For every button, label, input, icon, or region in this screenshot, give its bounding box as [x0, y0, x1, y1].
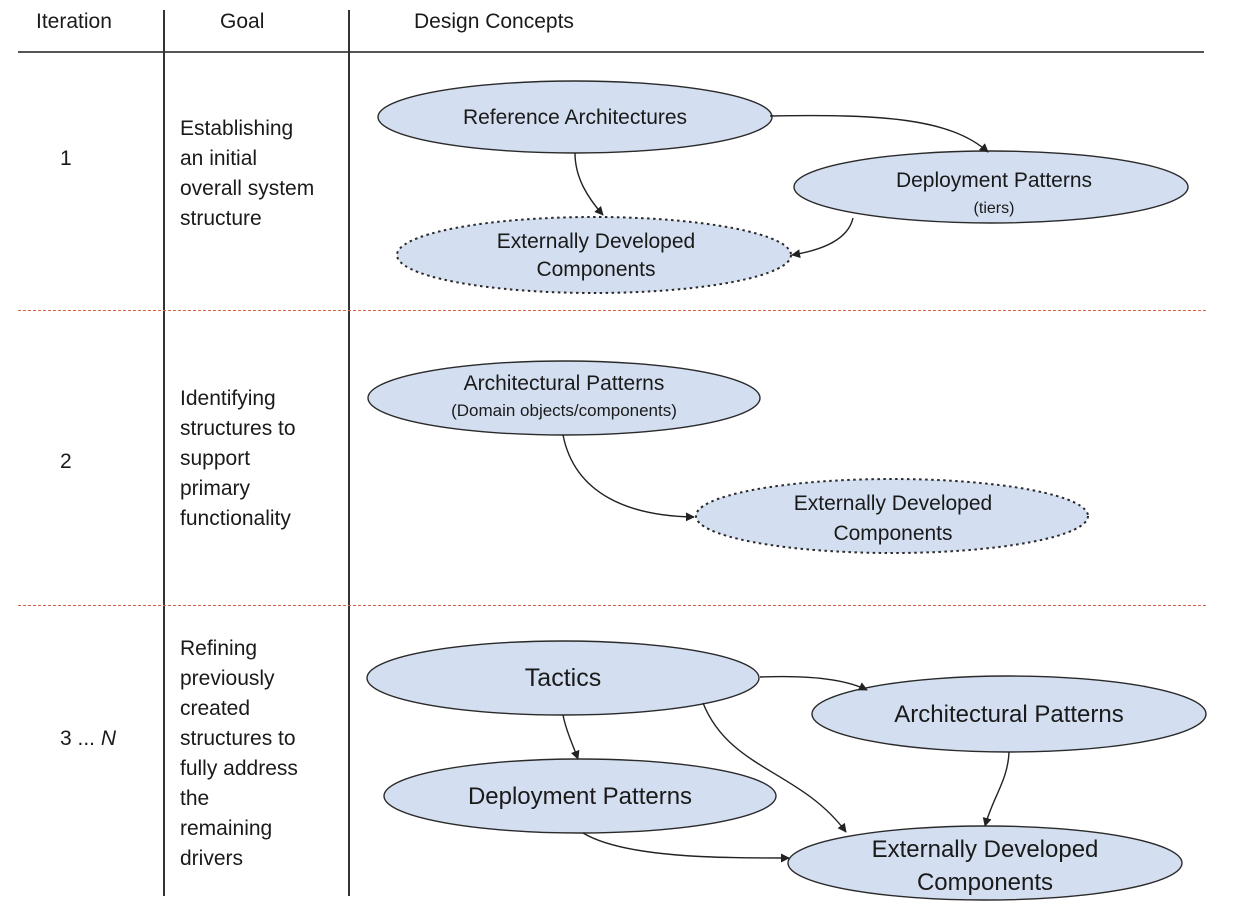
- column-divider-1: [163, 10, 165, 896]
- arrow-tactics-to-arch-patterns: [759, 675, 868, 691]
- iteration-3-label: 3 ... N: [60, 727, 116, 751]
- node-externally-developed-components: [396, 216, 792, 294]
- goal-2-line: primary: [180, 477, 251, 500]
- goal-2-line: Identifying: [180, 387, 276, 410]
- node-architectural-patterns-sublabel: (Domain objects/components): [451, 401, 677, 420]
- node-architectural-patterns-3-label: Architectural Patterns: [894, 701, 1123, 728]
- column-divider-2: [348, 10, 350, 896]
- iteration-3-prefix: 3 ...: [60, 727, 101, 750]
- header-design-concepts: Design Concepts: [414, 10, 574, 33]
- node-external-label-line2: Components: [536, 258, 655, 281]
- arrow-deployment-to-external: [791, 217, 854, 259]
- goal-1-line: overall system: [180, 177, 315, 200]
- arrow-tactics-to-deployment: [562, 714, 580, 760]
- node-external-label-line1: Externally Developed: [497, 230, 695, 253]
- goal-3-line: created: [180, 697, 251, 720]
- iteration-2-label: 2: [60, 450, 72, 473]
- node-deployment-patterns-label: Deployment Patterns: [896, 169, 1092, 192]
- arrow-arch-patterns-to-external: [562, 434, 695, 522]
- node-external-3-label-line1: Externally Developed: [872, 836, 1099, 863]
- node-deployment-patterns-3-label: Deployment Patterns: [468, 783, 692, 810]
- node-externally-developed-components-2: [695, 478, 1089, 554]
- goal-3-line: Refining: [180, 637, 258, 660]
- arrow-ref-arch-to-deployment: [769, 114, 989, 153]
- goal-2-line: support: [180, 447, 251, 470]
- arrow-arch-patterns-to-external: [982, 751, 1010, 827]
- node-deployment-patterns-sublabel: (tiers): [974, 200, 1015, 217]
- node-tactics-label: Tactics: [525, 664, 601, 692]
- goal-row-3: Refining previously created structures t…: [180, 634, 348, 874]
- goal-row-1: Establishing an initial overall system s…: [180, 114, 348, 234]
- goal-3-line: structures to: [180, 727, 296, 750]
- header-iteration: Iteration: [36, 10, 112, 33]
- node-deployment-patterns-3: [383, 758, 777, 834]
- arrow-tactics-to-external: [702, 702, 847, 833]
- node-external-2-label-line2: Components: [833, 522, 952, 545]
- goal-3-line: drivers: [180, 847, 244, 870]
- header-goal: Goal: [220, 10, 265, 33]
- node-external-2-label-line1: Externally Developed: [794, 492, 992, 515]
- node-external-3-label-line2: Components: [917, 869, 1053, 896]
- goal-2-line: structures to: [180, 417, 296, 440]
- node-architectural-patterns-label: Architectural Patterns: [464, 372, 665, 395]
- goal-1-line: structure: [180, 207, 262, 230]
- header-underline: [18, 51, 1204, 53]
- node-architectural-patterns-domain: [367, 360, 761, 436]
- goal-1-line: Establishing: [180, 117, 294, 140]
- goal-row-2: Identifying structures to support primar…: [180, 384, 348, 534]
- goal-3-line: previously: [180, 667, 275, 690]
- arrow-ref-arch-to-external: [574, 152, 604, 216]
- goal-1-line: an initial: [180, 147, 258, 170]
- row-separator-2: [18, 605, 1206, 606]
- iteration-1-label: 1: [60, 147, 72, 170]
- node-reference-architectures-label: Reference Architectures: [463, 106, 687, 129]
- arrow-deployment-to-external: [582, 832, 790, 863]
- row-separator-1: [18, 310, 1206, 311]
- goal-3-line: fully address: [180, 757, 298, 780]
- goal-3-line: the: [180, 787, 210, 810]
- goal-2-line: functionality: [180, 507, 291, 530]
- node-deployment-patterns-tiers: [793, 150, 1189, 224]
- iteration-3-n: N: [100, 727, 117, 750]
- goal-3-line: remaining: [180, 817, 273, 840]
